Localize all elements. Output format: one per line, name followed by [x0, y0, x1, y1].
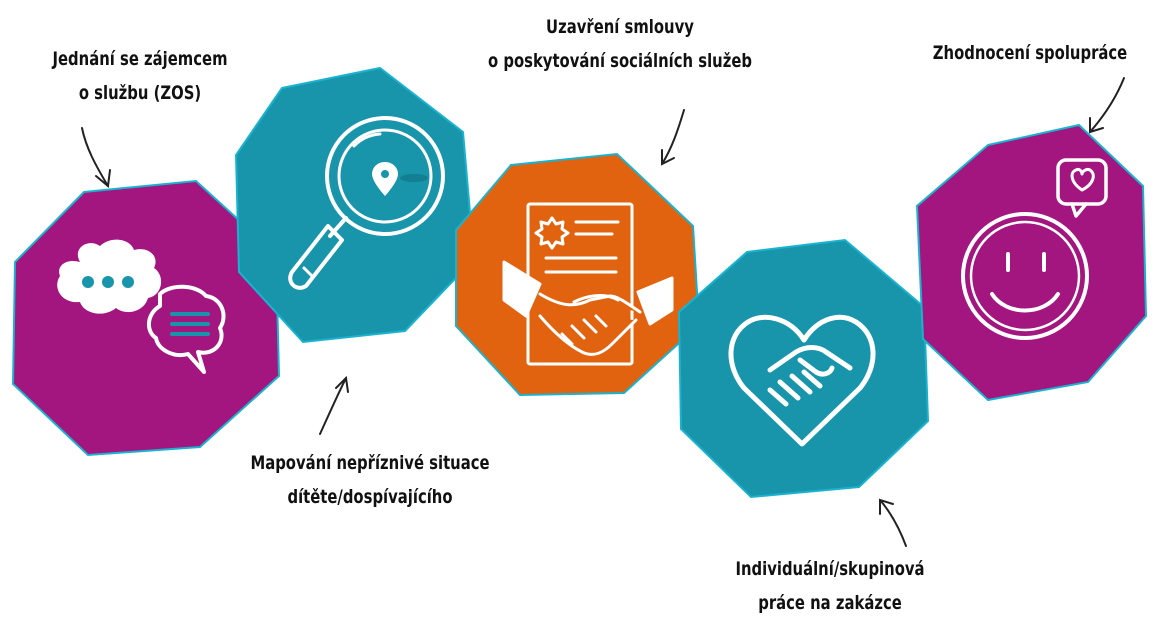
step-2-octagon — [234, 66, 476, 344]
step-1-label-line-2: o službu (ZOS) — [78, 82, 202, 104]
arrow-to-step-3 — [661, 109, 685, 166]
step-3-label-line-1: Uzavření smlouvy — [546, 16, 694, 38]
step-5-octagon — [915, 123, 1148, 402]
heart-handshake-icon — [728, 314, 876, 447]
step-4-label: Individuální/skupinová práce na zakázce — [713, 552, 947, 620]
step-2-label-line-2: dítěte/dospívajícího — [287, 486, 453, 508]
step-1-label-line-1: Jednání se zájemcem — [52, 48, 228, 70]
smiley-heart-icon — [961, 158, 1108, 340]
magnifier-location-icon — [288, 116, 445, 290]
step-4-label-line-1: Individuální/skupinová — [735, 558, 925, 580]
contract-handshake-icon — [502, 202, 674, 366]
step-4-octagon — [677, 238, 930, 499]
step-5-label-line-1: Zhodnocení spolupráce — [932, 42, 1128, 64]
speech-bubbles-icon — [57, 239, 226, 374]
step-3-label: Uzavření smlouvy o poskytování sociálníc… — [472, 10, 768, 78]
arrow-to-step-5 — [1089, 77, 1125, 134]
step-3-octagon — [455, 152, 701, 397]
step-2-label: Mapování nepříznivé situace dítěte/dospí… — [230, 446, 511, 514]
arrow-to-step-1 — [81, 127, 111, 188]
step-2-label-line-1: Mapování nepříznivé situace — [250, 452, 490, 474]
step-3-label-line-2: o poskytování sociálních služeb — [487, 50, 753, 72]
arrow-to-step-2 — [319, 375, 349, 435]
step-4-label-line-2: práce na zakázce — [758, 592, 902, 614]
step-1-label: Jednání se zájemcem o službu (ZOS) — [46, 42, 233, 110]
arrow-to-step-4 — [879, 498, 907, 547]
step-5-label: Zhodnocení spolupráce — [929, 36, 1132, 70]
